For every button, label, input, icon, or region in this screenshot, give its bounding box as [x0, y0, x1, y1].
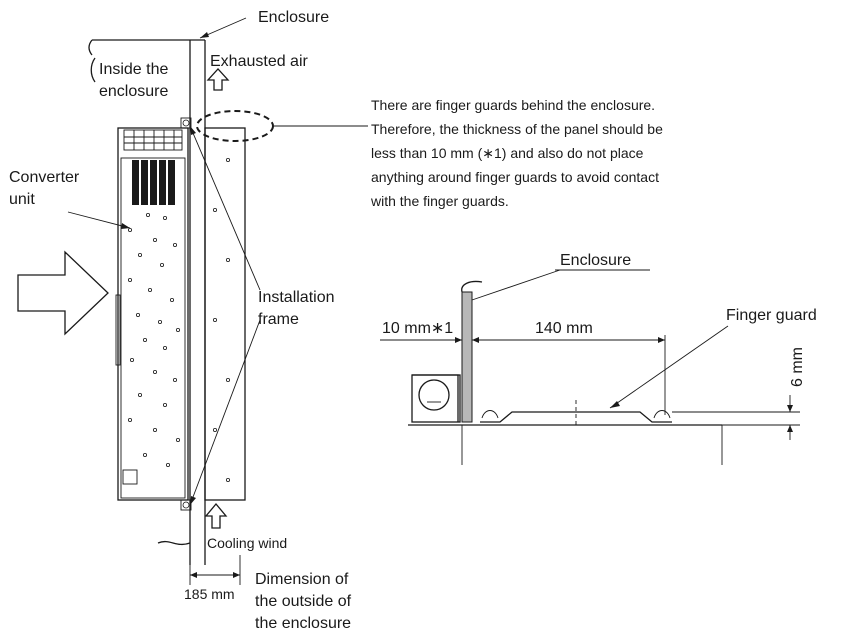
- finger-guard-detail: [380, 269, 800, 465]
- inside-enclosure-label-2: enclosure: [99, 83, 168, 100]
- dim-140-label: 140 mm: [535, 320, 593, 337]
- dim-185: [189, 555, 241, 585]
- note-line-5: with the finger guards.: [370, 193, 509, 209]
- finger-guard-highlight: [196, 110, 274, 142]
- converter-unit: [115, 127, 189, 501]
- finger-guard-label: Finger guard: [726, 307, 817, 324]
- outside-dimension-label-3: the enclosure: [255, 615, 351, 632]
- detail-enclosure-label: Enclosure: [560, 252, 631, 269]
- exhausted-air-label: Exhausted air: [210, 53, 309, 70]
- dim-10-label: 10 mm∗1: [382, 320, 453, 337]
- exhaust-arrow-icon: [206, 68, 230, 91]
- dim-6-label: 6 mm: [789, 347, 806, 387]
- outside-dimension-label-2: the outside of: [255, 593, 352, 610]
- vent-slots: [132, 160, 175, 205]
- installation-frame: [180, 117, 246, 511]
- installation-frame-label-2: frame: [258, 311, 299, 328]
- cooling-wind-label: Cooling wind: [207, 535, 287, 551]
- inside-enclosure-label-1: Inside the: [99, 61, 168, 78]
- outside-dimension-label-1: Dimension of: [255, 571, 349, 588]
- vent-grid: [123, 129, 183, 151]
- enclosure-label: Enclosure: [258, 9, 329, 26]
- note-line-3: less than 10 mm (∗1) and also do not pla…: [371, 145, 644, 161]
- cooling-wind-arrow-icon: [204, 502, 228, 529]
- leader-lines: [67, 17, 368, 506]
- note-line-1: There are finger guards behind the enclo…: [371, 97, 655, 113]
- converter-unit-label-1: Converter: [9, 169, 80, 186]
- note-line-4: anything around finger guards to avoid c…: [371, 169, 659, 185]
- airflow-inlet-arrow: [17, 250, 109, 336]
- note-line-2: Therefore, the thickness of the panel sh…: [371, 121, 663, 137]
- mounting-holes: [127, 212, 180, 467]
- dim-185-label: 185 mm: [184, 586, 235, 602]
- installation-frame-label-1: Installation: [258, 289, 335, 306]
- converter-unit-label-2: unit: [9, 191, 35, 208]
